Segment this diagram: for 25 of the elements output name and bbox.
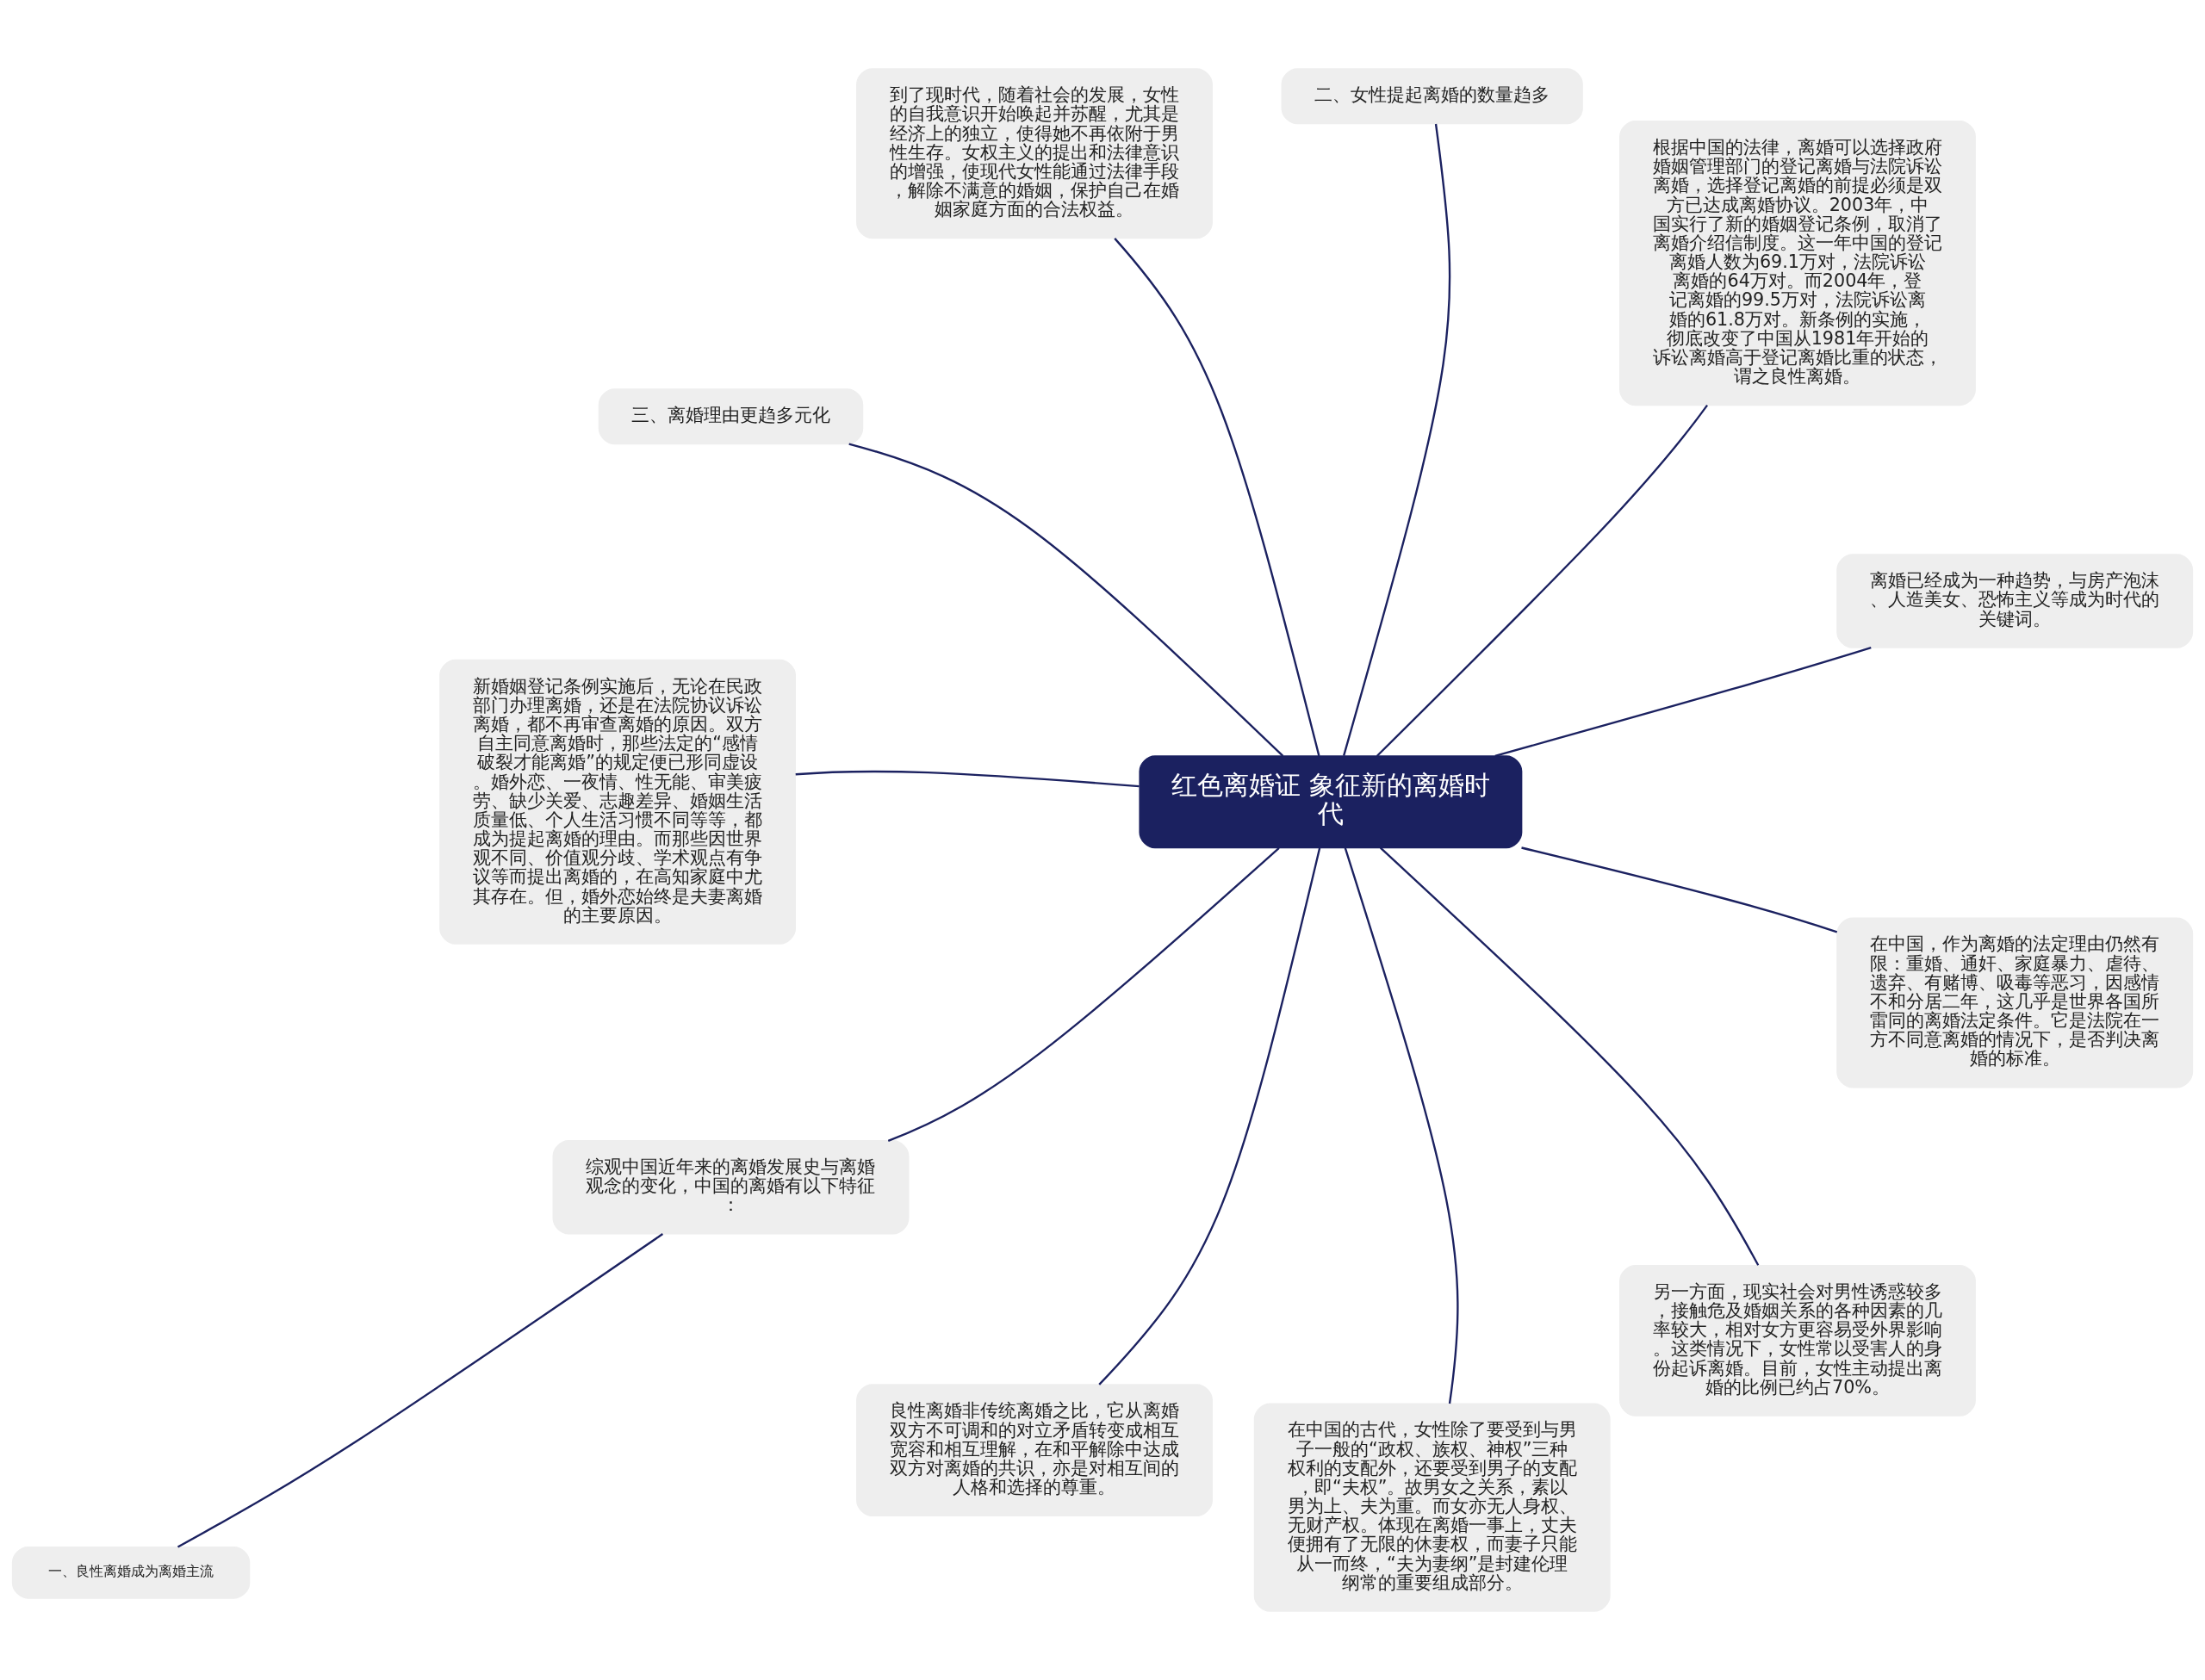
connector [1521,846,1838,933]
node-box: 离婚已经成为一种趋势，与房产泡沫、人造美女、恐怖主义等成为时代的关键词。 [1836,554,2194,648]
connector [1376,404,1709,757]
node-box: 一、良性离婚成为离婚主流 [11,1547,251,1599]
connector [1343,123,1451,756]
node-box: 综观中国近年来的离婚发展史与离婚观念的变化，中国的离婚有以下特征： [552,1140,910,1235]
node-box: 良性离婚非传统离婚之比，它从离婚双方不可调和的对立矛盾转变成相互宽容和相互理解，在和平解除中达成双方对离婚的共识，亦是对相互间的人格和选择的尊重。 [856,1384,1213,1517]
node-box: 在中国，作为离婚的法定理由仍然有限：重婚、通奸、家庭暴力、虐待、遗弃、有赌博、吸毒等恶习，因感情不和分居二年，这几乎是世界各国所雷同的离婚法定条件。它是法院在一方不同意离婚的情况下，是否判决离婚的标准。 [1836,917,2194,1088]
node-box: 根据中国的法律，离婚可以选择政府婚姻管理部门的登记离婚与法院诉讼离婚，选择登记离婚的前提必须是双方已达成离婚协议。2003年，中国实行了新的婚姻登记条例，取消了离婚介绍信制度。这一年中国的登记离婚人数为69.1万对，法院诉讼离婚的64万对。而2004年，登记离婚的99.5万对，法院诉讼离婚的61.8万对。新条例的实施，彻底改变了中国从1981年开始的诉讼离婚高于登记离婚比重的状态，谓之良性离婚。 [1619,121,1976,406]
connector [177,1233,664,1548]
connector [887,846,1280,1142]
node-box: 在中国的古代，女性除了要受到与男子一般的“政权、族权、神权”三种权利的支配外，还要受到男子的支配，即“夫权”。故男女之关系，素以男为上、夫为重。而女亦无人身权、无财产权。体现在离婚一事上，丈夫便拥有了无限的休妻权，而妻子只能从一而终，“夫为妻纲”是封建伦理纲常的重要组成部分。 [1253,1403,1611,1612]
connector [1494,646,1872,758]
connector [848,443,1284,757]
connector [1344,847,1459,1404]
connector [1114,238,1320,757]
node-box: 红色离婚证 象征新的离婚时代 [1139,755,1523,849]
node-box: 另一方面，现实社会对男性诱惑较多，接触危及婚姻关系的各种因素的几率较大，相对女方更容易受外界影响。这类情况下，女性常以受害人的身份起诉离婚。目前，女性主动提出离婚的比例已约占70%。 [1619,1264,1976,1417]
node-box: 到了现时代，随着社会的发展，女性的自我意识开始唤起并苏醒，尤其是经济上的独立，使得她不再依附于男性生存。女权主义的提出和法律意识的增强，使现代女性能通过法律手段，解除不满意的婚姻，保护自己在婚姻家庭方面的合法权益。 [856,68,1213,239]
connector [1379,846,1760,1266]
node-box: 新婚姻登记条例实施后，无论在民政部门办理离婚，还是在法院协议诉讼离婚，都不再审查离婚的原因。双方自主同意离婚时，那些法定的“感情破裂才能离婚”的规定便已形同虚设。婚外恋、一夜情、性无能、审美疲劳、缺少关爱、志趣差异、婚姻生活质量低、个人生活习惯不同等等，都成为提起离婚的理由。而那些因世界观不同、价值观分歧、学术观点有争议等而提出离婚的，在高知家庭中尤其存在。但，婚外恋始终是夫妻离婚的主要原因。 [439,659,797,945]
connector [1098,847,1321,1386]
node-box: 三、离婚理由更趋多元化 [598,388,864,445]
connector [795,770,1140,788]
node-box: 二、女性提起离婚的数量趋多 [1281,68,1583,125]
